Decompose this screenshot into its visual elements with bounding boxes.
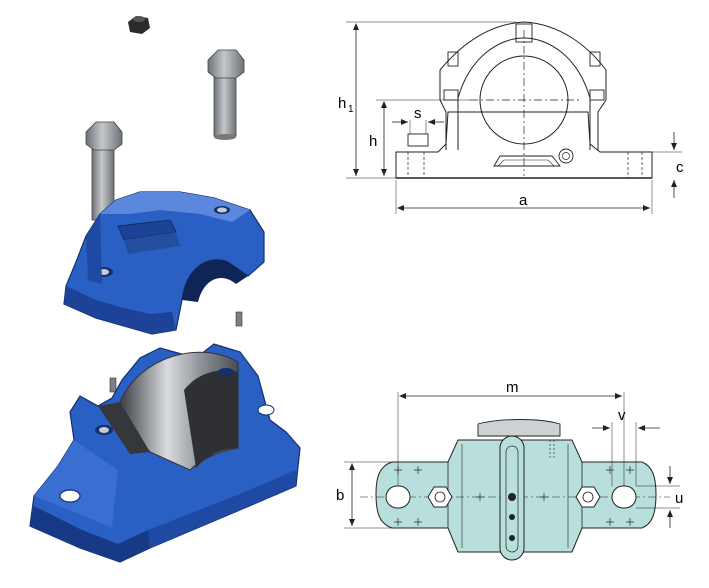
label-b: b [336,487,344,504]
housing-base [29,343,301,563]
front-view-drawing [395,21,653,179]
plan-view-labels: m v b u [336,379,683,507]
exploded-3d-view [29,16,301,563]
front-view-dimensions [346,21,682,214]
grease-nipple [128,16,150,34]
label-a: a [519,192,528,209]
label-m: m [506,379,519,396]
label-h: h [369,133,377,150]
plan-view-drawing [360,419,670,561]
label-v: v [618,407,626,424]
front-view-labels: h 1 h s c a [338,95,684,209]
label-c: c [676,159,684,176]
label-s: s [414,105,422,122]
bolt-left [85,121,123,221]
dowel-pin [235,311,243,327]
label-h1-subscript: 1 [348,104,354,115]
housing-cap [63,191,265,335]
label-u: u [675,490,683,507]
dowel-pin [109,377,117,393]
plan-view-dimensions [344,392,680,529]
bolt-right [207,49,245,140]
housing-outline [439,21,607,150]
label-h1: h [338,95,346,112]
